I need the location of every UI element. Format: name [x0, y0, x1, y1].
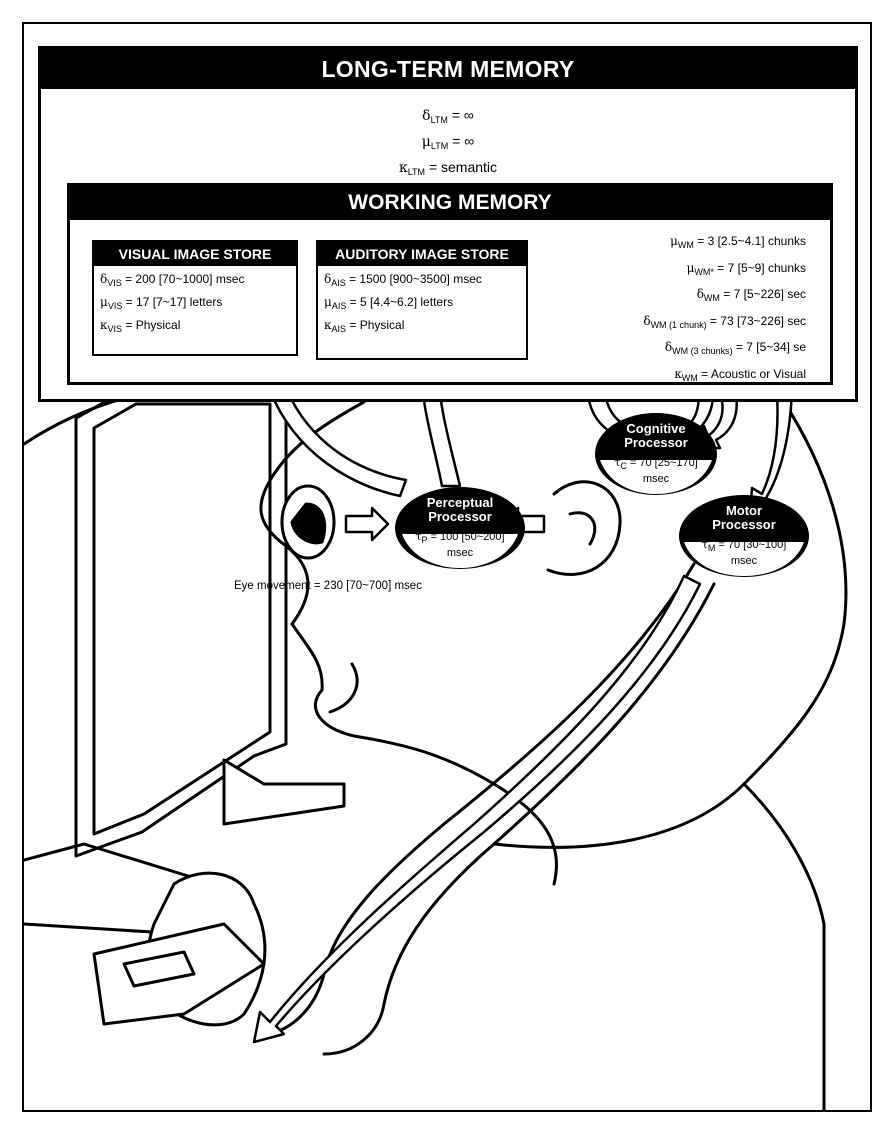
wm-param: μWM = 3 [2.5~4.1] chunks — [643, 230, 806, 257]
auditory-image-store: AUDITORY IMAGE STORE δAIS = 1500 [900~35… — [316, 240, 528, 360]
auditory-image-store-title: AUDITORY IMAGE STORE — [318, 242, 526, 266]
motor-processor-name: Motor Processor — [704, 504, 784, 532]
ltm-capacity: μLTM = ∞ — [41, 131, 855, 157]
ais-param: μAIS = 5 [4.4~6.2] letters — [324, 293, 520, 316]
eye-movement-label: Eye movement = 230 [70~700] msec — [234, 580, 422, 592]
visual-image-store-title: VISUAL IMAGE STORE — [94, 242, 296, 266]
perceptual-processor: Perceptual Processor τP = 100 [50~200] m… — [396, 496, 524, 560]
wm-param: δWM (1 chunk) = 73 [73~226] sec — [643, 310, 806, 337]
cognitive-processor-name: Cognitive Processor — [611, 422, 701, 450]
perceptual-processor-name: Perceptual Processor — [412, 496, 508, 524]
diagram-frame: LONG-TERM MEMORY δLTM = ∞ μLTM = ∞ κLTM … — [22, 22, 872, 1112]
arrow-eye-to-perceptual — [346, 508, 388, 540]
elbow — [494, 784, 744, 847]
motor-processor: Motor Processor τM = 70 [30~100] msec — [680, 504, 808, 568]
ear — [548, 482, 620, 575]
long-term-memory-params: δLTM = ∞ μLTM = ∞ κLTM = semantic — [41, 105, 855, 183]
visual-image-store: VISUAL IMAGE STORE δVIS = 200 [70~1000] … — [92, 240, 298, 356]
ltm-decay: δLTM = ∞ — [41, 105, 855, 131]
mouth — [330, 664, 357, 712]
wm-param: κWM = Acoustic or Visual — [643, 363, 806, 390]
working-memory-box: WORKING MEMORY VISUAL IMAGE STORE δVIS =… — [67, 183, 833, 385]
working-memory-title: WORKING MEMORY — [70, 186, 830, 220]
visual-image-store-params: δVIS = 200 [70~1000] msec μVIS = 17 [7~1… — [94, 266, 296, 343]
cognitive-processor: Cognitive Processor τC = 70 [25~170] mse… — [596, 422, 716, 486]
vis-param: μVIS = 17 [7~17] letters — [100, 293, 290, 316]
vis-param: κVIS = Physical — [100, 316, 290, 339]
vis-param: δVIS = 200 [70~1000] msec — [100, 270, 290, 293]
motor-processor-unit: msec — [680, 555, 808, 568]
working-memory-params: μWM = 3 [2.5~4.1] chunks μWM* = 7 [5~9] … — [643, 230, 806, 389]
wm-param: μWM* = 7 [5~9] chunks — [643, 257, 806, 284]
motor-processor-value: τM = 70 [30~100] — [680, 538, 808, 555]
ais-param: δAIS = 1500 [900~3500] msec — [324, 270, 520, 293]
shoulder — [744, 784, 824, 1112]
long-term-memory-title: LONG-TERM MEMORY — [41, 49, 855, 89]
auditory-image-store-params: δAIS = 1500 [900~3500] msec μAIS = 5 [4.… — [318, 266, 526, 343]
cognitive-processor-unit: msec — [596, 473, 716, 486]
ais-param: κAIS = Physical — [324, 316, 520, 339]
long-term-memory-box: LONG-TERM MEMORY δLTM = ∞ μLTM = ∞ κLTM … — [38, 46, 858, 402]
ear-inner — [570, 513, 595, 544]
monitor-stand — [224, 760, 344, 824]
perceptual-processor-unit: msec — [396, 547, 524, 560]
head-back — [744, 402, 846, 784]
perceptual-processor-value: τP = 100 [50~200] — [396, 530, 524, 547]
face-profile — [261, 402, 494, 784]
ltm-code: κLTM = semantic — [41, 157, 855, 183]
wm-param: δWM = 7 [5~226] sec — [643, 283, 806, 310]
cognitive-processor-value: τC = 70 [25~170] — [596, 456, 716, 473]
wm-param: δWM (3 chunks) = 7 [5~34] se — [643, 336, 806, 363]
